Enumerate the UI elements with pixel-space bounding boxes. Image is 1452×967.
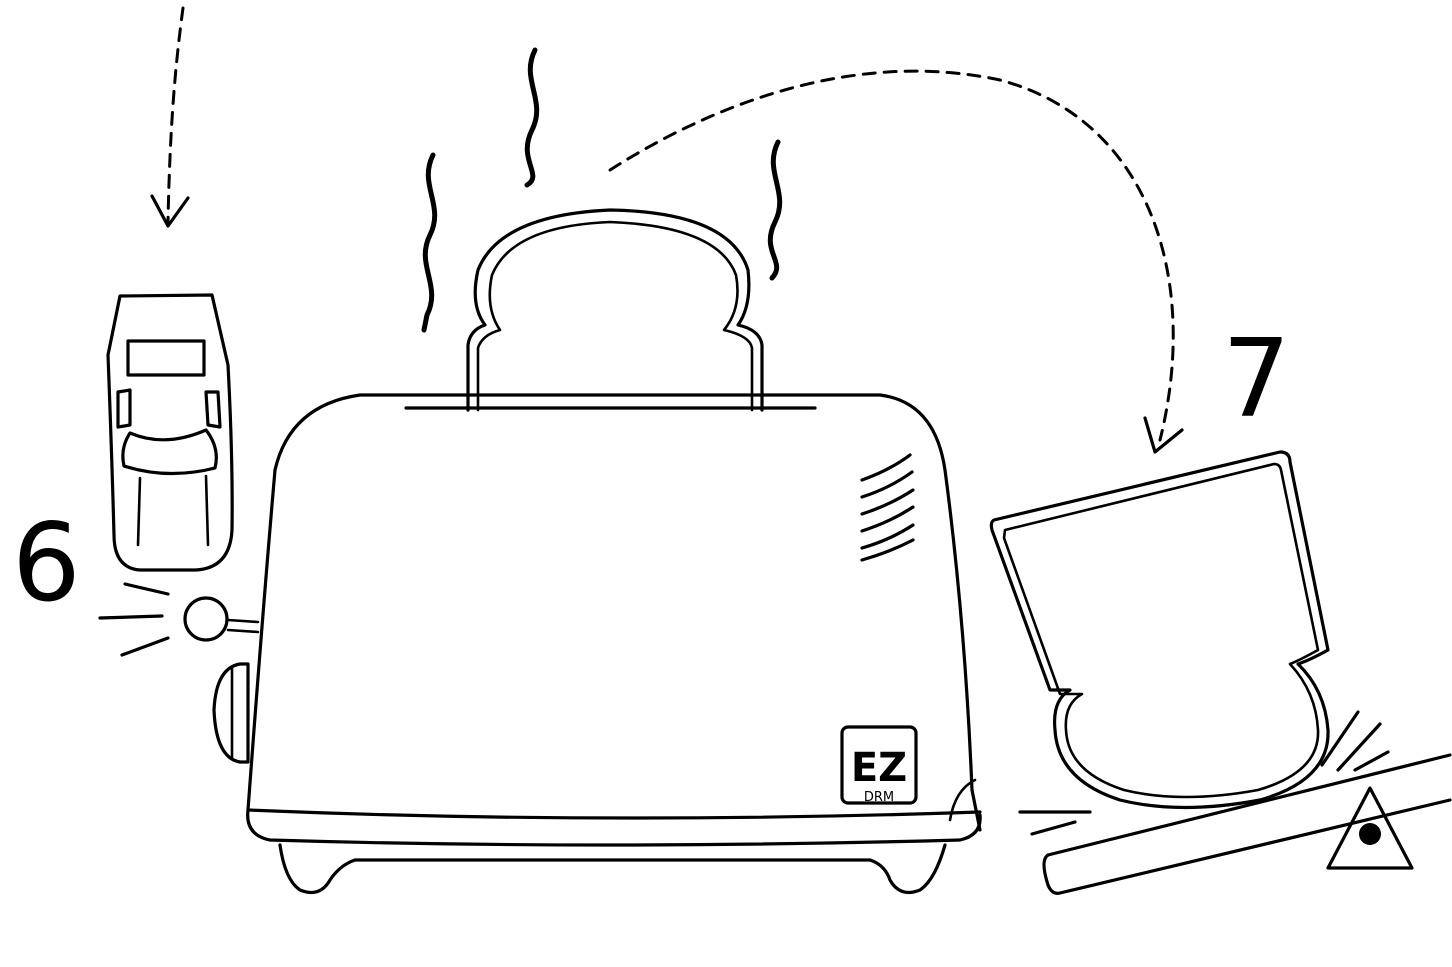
- impact-lines-right: [1018, 710, 1390, 836]
- fulcrum-pivot: [1359, 823, 1381, 845]
- toy-car: [106, 293, 234, 572]
- arrow-to-car: [150, 6, 190, 228]
- steam-lines: [421, 47, 783, 333]
- toaster: [183, 393, 982, 894]
- ez-drm-logo: EZ DRM: [840, 725, 918, 805]
- arrow-to-seesaw: [608, 69, 1184, 454]
- logo-main-text: EZ: [851, 745, 907, 791]
- landed-toast: [989, 450, 1330, 810]
- logo-sub-text: DRM: [864, 790, 894, 805]
- toast-slice: [466, 208, 764, 412]
- step-number-6: 6: [12, 501, 81, 626]
- impact-lines-left: [98, 582, 170, 657]
- seesaw: [1042, 753, 1452, 895]
- step-number-7: 7: [1222, 317, 1291, 442]
